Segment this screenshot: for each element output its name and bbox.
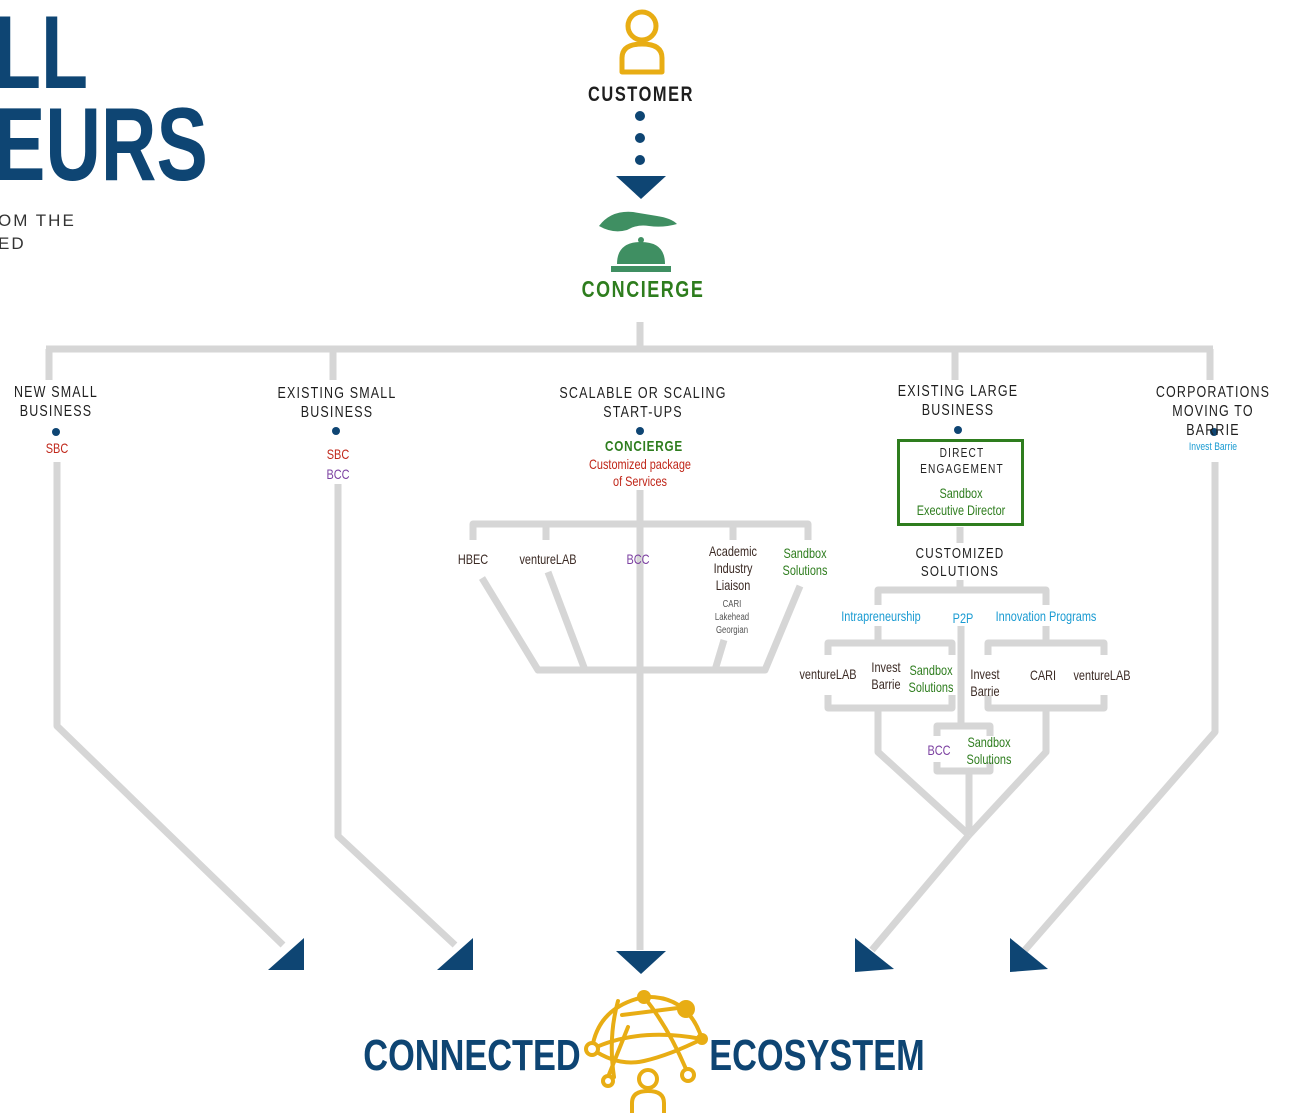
branch-bcc: BCC <box>626 551 650 567</box>
heading-dots <box>52 426 1218 436</box>
innov-invest-barrie: Invest Barrie <box>970 666 1000 699</box>
existing-small-provider-sbc: SBC <box>326 446 350 462</box>
ecosystem-label: ECOSYSTEM <box>709 1031 925 1080</box>
innov-cari: CARI <box>1029 667 1057 683</box>
scalable-customized-package: Customized package of Services <box>589 456 691 489</box>
scalable-concierge: CONCIERGE <box>605 438 683 455</box>
intra-invest-barrie: Invest Barrie <box>871 659 901 692</box>
branch-hbec: HBEC <box>457 551 489 567</box>
intra-sandbox-solutions: Sandbox Solutions <box>908 662 954 695</box>
p2p-sandbox-solutions: Sandbox Solutions <box>966 734 1012 767</box>
arrow-down-icon <box>616 176 666 199</box>
p2p-bcc: BCC <box>927 742 951 758</box>
subtitle-line-2: ED <box>0 234 26 253</box>
heading-corporations-moving: CORPORATIONS MOVING TO BARRIE <box>1155 384 1271 440</box>
direct-engagement-box <box>897 439 1024 526</box>
innov-venturelab: ventureLAB <box>1073 667 1131 683</box>
heading-existing-small-business: EXISTING SMALL BUSINESS <box>277 385 397 422</box>
person-icon <box>619 9 665 75</box>
heading-scalable-startups: SCALABLE OR SCALING START-UPS <box>559 385 727 422</box>
subtitle-line-1: OM THE <box>0 211 76 230</box>
corporations-provider-invest-barrie: Invest Barrie <box>1188 441 1238 453</box>
title-line-2: EURS <box>0 87 208 203</box>
customer-label: CUSTOMER <box>588 83 694 106</box>
heading-new-small-business: NEW SMALL BUSINESS <box>13 384 99 421</box>
concierge-label: CONCIERGE <box>581 276 705 302</box>
branch-academic-partners: CARI Lakehead Georgian <box>714 599 750 636</box>
ecosystem-arrows <box>268 938 1048 974</box>
existing-small-provider-bcc: BCC <box>326 466 350 482</box>
customer-dots <box>635 111 645 165</box>
branch-venturelab: ventureLAB <box>519 551 577 567</box>
title-subtitle: OM THE ED <box>0 209 76 255</box>
new-small-provider-sbc: SBC <box>45 440 69 456</box>
service-bell-icon <box>599 211 677 272</box>
title-line-1: LL <box>0 0 89 111</box>
branch-academic-liaison: Academic Industry Liaison <box>709 543 757 593</box>
program-innovation: Innovation Programs <box>995 608 1097 624</box>
program-p2p: P2P <box>952 610 974 626</box>
heading-existing-large-business: EXISTING LARGE BUSINESS <box>897 383 1019 420</box>
program-intrapreneurship: Intrapreneurship <box>841 608 921 624</box>
sandbox-executive-director: Sandbox Executive Director <box>916 485 1006 518</box>
branch-sandbox-solutions: Sandbox Solutions <box>782 545 828 578</box>
page-title: LL EURS <box>0 0 208 203</box>
direct-engagement-label: DIRECT ENGAGEMENT <box>920 445 1004 476</box>
intra-venturelab: ventureLAB <box>799 666 857 682</box>
network-globe-person-icon <box>584 990 708 1113</box>
connected-label: CONNECTED <box>363 1031 581 1080</box>
customized-solutions-label: CUSTOMIZED SOLUTIONS <box>915 545 1005 580</box>
